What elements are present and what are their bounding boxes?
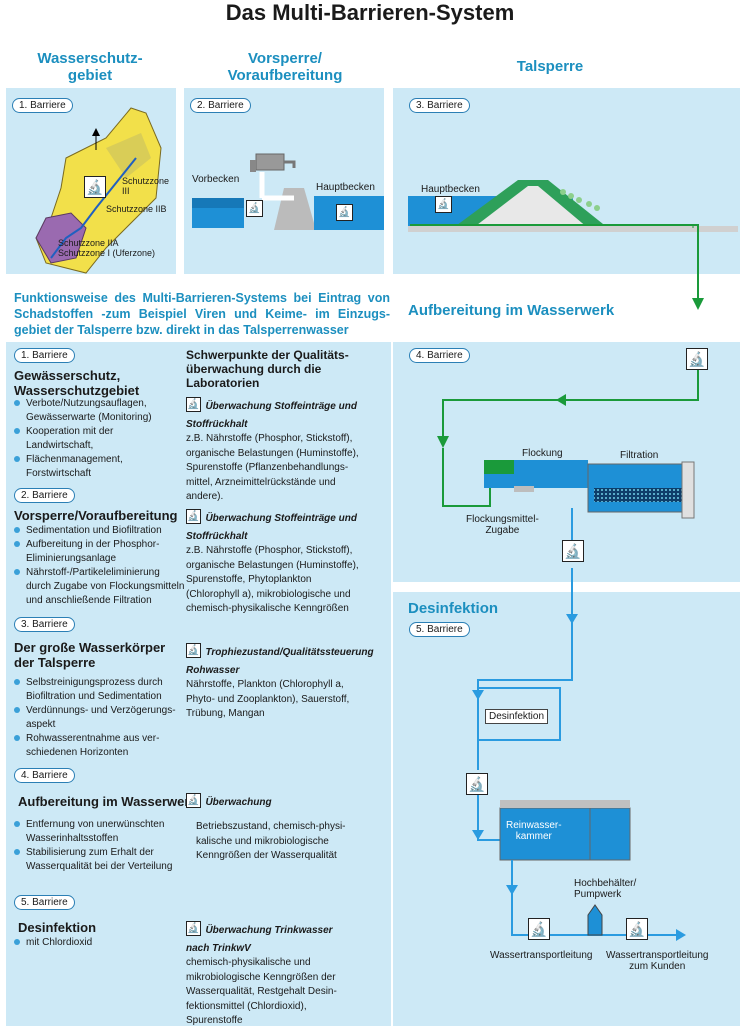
section-2-monitoring: 🔬 Überwachung Stoffeinträge und Stoffrüc… bbox=[186, 508, 386, 617]
section-5-bullets: mit Chlordioxid bbox=[14, 936, 194, 950]
label-hochbehaelter: Hochbehälter/ Pumpwerk bbox=[574, 878, 637, 900]
microscope-icon: 🔬 bbox=[336, 204, 353, 221]
bullet-item: Entfernung von unerwünschten Wasserinhal… bbox=[14, 818, 194, 846]
barrier-badge-5-text: 5. Barriere bbox=[14, 895, 75, 910]
panel-vorsperre: 2. Barriere Vorbecken Hauptbecken 🔬 🔬 bbox=[184, 88, 384, 274]
monitoring-title: Trophiezustand/Qualitätssteuerung Rohwas… bbox=[186, 647, 374, 676]
section-5-heading: Desinfektion bbox=[18, 920, 97, 935]
bullet-item: Stabilisierung zum Erhalt der Wasserqual… bbox=[14, 846, 194, 874]
section-4-monitoring: 🔬 Überwachung Betriebszustand, chemisch-… bbox=[186, 792, 386, 864]
barrier-badge-2-text: 2. Barriere bbox=[14, 488, 75, 503]
bullet-item: mit Chlordioxid bbox=[14, 936, 194, 950]
desinfektion-heading: Desinfektion bbox=[408, 600, 499, 617]
bullet-item: Verbote/Nutzungsauflagen, Gewässerwarte … bbox=[14, 397, 184, 425]
label-flockung: Flockung bbox=[522, 448, 563, 459]
barrier-badge-4-text: 4. Barriere bbox=[14, 768, 75, 783]
vorsperre-illustration bbox=[192, 153, 384, 230]
barrier-badge-1: 1. Barriere bbox=[12, 98, 73, 113]
label-wassertransportleitung-kunden: Wassertransportleitung zum Kunden bbox=[606, 950, 709, 972]
barrier-badge-1-text: 1. Barriere bbox=[14, 348, 75, 363]
microscope-icon: 🔬 bbox=[186, 921, 201, 937]
monitoring-text: chemisch-physikalische und mikrobiologis… bbox=[186, 957, 337, 1026]
microscope-icon: 🔬 bbox=[186, 643, 201, 659]
barrier-badge-3: 3. Barriere bbox=[409, 98, 470, 113]
section-3-bullets: Selbstreinigungsprozess durch Biofiltrat… bbox=[14, 676, 194, 760]
section-5-monitoring: 🔬 Überwachung Trinkwasser nach TrinkwV c… bbox=[186, 920, 386, 1029]
bullet-item: Verdünnungs- und Verzögerungs- aspekt bbox=[14, 704, 194, 732]
section-3-heading: Der große Wasserkörper der Talsperre bbox=[14, 640, 166, 670]
column-heading-vorsperre: Vorsperre/ Voraufbereitung bbox=[227, 50, 343, 84]
monitoring-text: Betriebszustand, chemisch-physi- kalisch… bbox=[196, 821, 346, 861]
bullet-item: Nährstoff-/Partikeleliminierung durch Zu… bbox=[14, 566, 194, 608]
bullet-item: Sedimentation und Biofiltration bbox=[14, 524, 194, 538]
label-schutzzone-2a: Schutzzone IIA bbox=[58, 238, 119, 248]
monitoring-text: z.B. Nährstoffe (Phosphor, Stickstoff), … bbox=[186, 433, 359, 502]
microscope-icon: 🔬 bbox=[466, 773, 488, 795]
label-schutzzone-1: Schutzzone I (Uferzone) bbox=[58, 248, 156, 258]
label-vorbecken: Vorbecken bbox=[192, 174, 240, 185]
section-1-bullets: Verbote/Nutzungsauflagen, Gewässerwarte … bbox=[14, 397, 184, 481]
microscope-icon: 🔬 bbox=[686, 348, 708, 370]
section-2-bullets: Sedimentation und Biofiltration Aufberei… bbox=[14, 524, 194, 608]
microscope-icon: 🔬 bbox=[84, 176, 106, 198]
microscope-icon: 🔬 bbox=[186, 509, 201, 525]
label-reinwasserkammer: Reinwasser- kammer bbox=[506, 820, 562, 842]
page-title: Das Multi-Barrieren-System bbox=[225, 0, 515, 25]
panel-wasserschutzgebiet: 1. Barriere 🔬 Schutzzone III Schutzzone … bbox=[6, 88, 176, 274]
section-1-monitoring: 🔬 Überwachung Stoffeinträge und Stoffrüc… bbox=[186, 396, 386, 505]
bullet-item: Kooperation mit der Landwirtschaft, bbox=[14, 425, 184, 453]
microscope-icon: 🔬 bbox=[246, 200, 263, 217]
monitoring-title: Überwachung Stoffeinträge und Stoffrückh… bbox=[186, 401, 357, 430]
microscope-icon: 🔬 bbox=[186, 793, 201, 809]
label-flockungsmittel-zugabe: Flockungsmittel- Zugabe bbox=[466, 514, 539, 536]
microscope-icon: 🔬 bbox=[562, 540, 584, 562]
barrier-badge-4: 4. Barriere bbox=[409, 348, 470, 363]
column-heading-talsperre: Talsperre bbox=[516, 58, 584, 75]
section-2-heading: Vorsperre/Voraufbereitung bbox=[14, 508, 178, 523]
section-4-bullets: Entfernung von unerwünschten Wasserinhal… bbox=[14, 818, 194, 874]
barrier-badge-5: 5. Barriere bbox=[409, 622, 470, 637]
bullet-item: Rohwasserentnahme aus ver- schiedenen Ho… bbox=[14, 732, 194, 760]
label-desinfektion-box: Desinfektion bbox=[485, 709, 549, 724]
barrier-badge-3-text: 3. Barriere bbox=[14, 617, 75, 632]
section-1-heading: Gewässerschutz, Wasserschutzgebiet bbox=[14, 368, 140, 398]
panel-talsperre: 3. Barriere Hauptbecken 🔬 bbox=[393, 88, 740, 274]
dam-illustration bbox=[408, 180, 738, 232]
column-heading-wasserschutzgebiet: Wasserschutz- gebiet bbox=[37, 50, 143, 84]
microscope-icon: 🔬 bbox=[626, 918, 648, 940]
section-3-monitoring: 🔬 Trophiezustand/Qualitätssteuerung Rohw… bbox=[186, 642, 386, 722]
bullet-item: Aufbereitung in der Phosphor- Eliminieru… bbox=[14, 538, 194, 566]
monitoring-heading: Schwerpunkte der Qualitäts- überwachung … bbox=[186, 348, 349, 390]
monitoring-title: Überwachung Trinkwasser nach TrinkwV bbox=[186, 925, 333, 954]
microscope-icon: 🔬 bbox=[186, 397, 201, 413]
barrier-badge-2: 2. Barriere bbox=[190, 98, 251, 113]
label-schutzzone-2b: Schutzzone IIB bbox=[106, 204, 167, 214]
label-hauptbecken-talsperre: Hauptbecken bbox=[421, 184, 480, 195]
section-4-heading: Aufbereitung im Wasserwerk bbox=[18, 794, 197, 809]
monitoring-text: z.B. Nährstoffe (Phosphor, Stickstoff), … bbox=[186, 545, 359, 614]
label-hauptbecken-vorsperre: Hauptbecken bbox=[316, 182, 375, 193]
label-schutzzone-3: Schutzzone III bbox=[122, 176, 170, 196]
bullet-item: Selbstreinigungsprozess durch Biofiltrat… bbox=[14, 676, 194, 704]
aufbereitung-heading: Aufbereitung im Wasserwerk bbox=[408, 302, 615, 319]
label-filtration: Filtration bbox=[620, 450, 659, 461]
monitoring-title: Überwachung bbox=[205, 797, 272, 808]
bullet-item: Flächenmanagement, Forstwirtschaft bbox=[14, 453, 184, 481]
intro-text: Funktionsweise des Multi-Barrieren-Syste… bbox=[14, 291, 390, 337]
monitoring-text: Nährstoffe, Plankton (Chlorophyll a, Phy… bbox=[186, 679, 350, 719]
panel-description bbox=[6, 342, 391, 1026]
label-wassertransportleitung: Wassertransportleitung bbox=[490, 950, 593, 961]
microscope-icon: 🔬 bbox=[435, 196, 452, 213]
microscope-icon: 🔬 bbox=[528, 918, 550, 940]
monitoring-title: Überwachung Stoffeinträge und Stoffrückh… bbox=[186, 513, 357, 542]
